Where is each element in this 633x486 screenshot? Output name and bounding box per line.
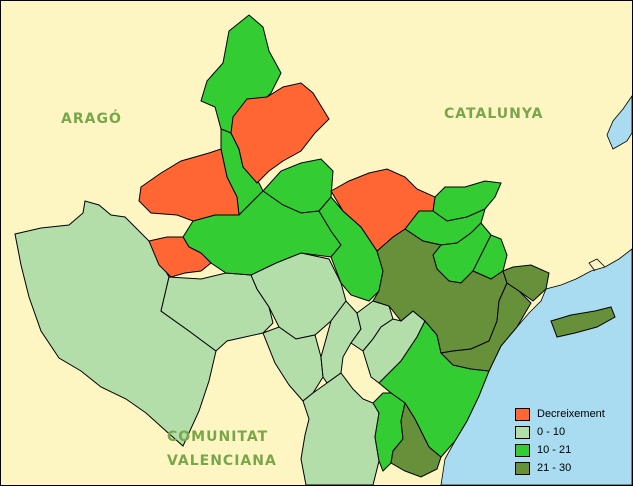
comarca-0-10 [262, 326, 324, 402]
comarca-0-10 [14, 200, 217, 447]
legend-item: 10 - 21 [515, 441, 627, 459]
comarca-21-30 [390, 401, 442, 478]
legend-label: 21 - 30 [537, 462, 572, 474]
comarca-21-30 [550, 306, 616, 338]
comarca-decreixement [148, 236, 212, 278]
legend-item: 0 - 10 [515, 423, 627, 441]
legend-swatch [515, 407, 530, 421]
legend-item: Decreixement [515, 405, 627, 423]
legend-swatch [515, 425, 530, 439]
legend-swatch [515, 443, 530, 457]
comarca-0-10 [320, 300, 362, 384]
legend-swatch [515, 461, 530, 475]
region-label-comunitat: COMUNITAT [167, 429, 269, 445]
coastline [588, 258, 606, 272]
comarca-decreixement [138, 148, 240, 222]
comarca-decreixement [230, 82, 330, 184]
comarca-decreixement [330, 168, 436, 252]
region-label-catalunya: CATALUNYA [444, 106, 544, 122]
legend-label: 0 - 10 [537, 426, 566, 438]
legend-label: Decreixement [537, 408, 605, 420]
comarca-10-21 [432, 180, 502, 222]
region-label-valenciana: VALENCIANA [167, 453, 277, 469]
comarca-21-30 [502, 264, 550, 302]
region-label-arago: ARAGÓ [61, 111, 122, 127]
legend-item: 21 - 30 [515, 459, 627, 477]
map-legend: Decreixement 0 - 10 10 - 21 21 - 30 [515, 405, 627, 477]
legend-label: 10 - 21 [537, 444, 572, 456]
